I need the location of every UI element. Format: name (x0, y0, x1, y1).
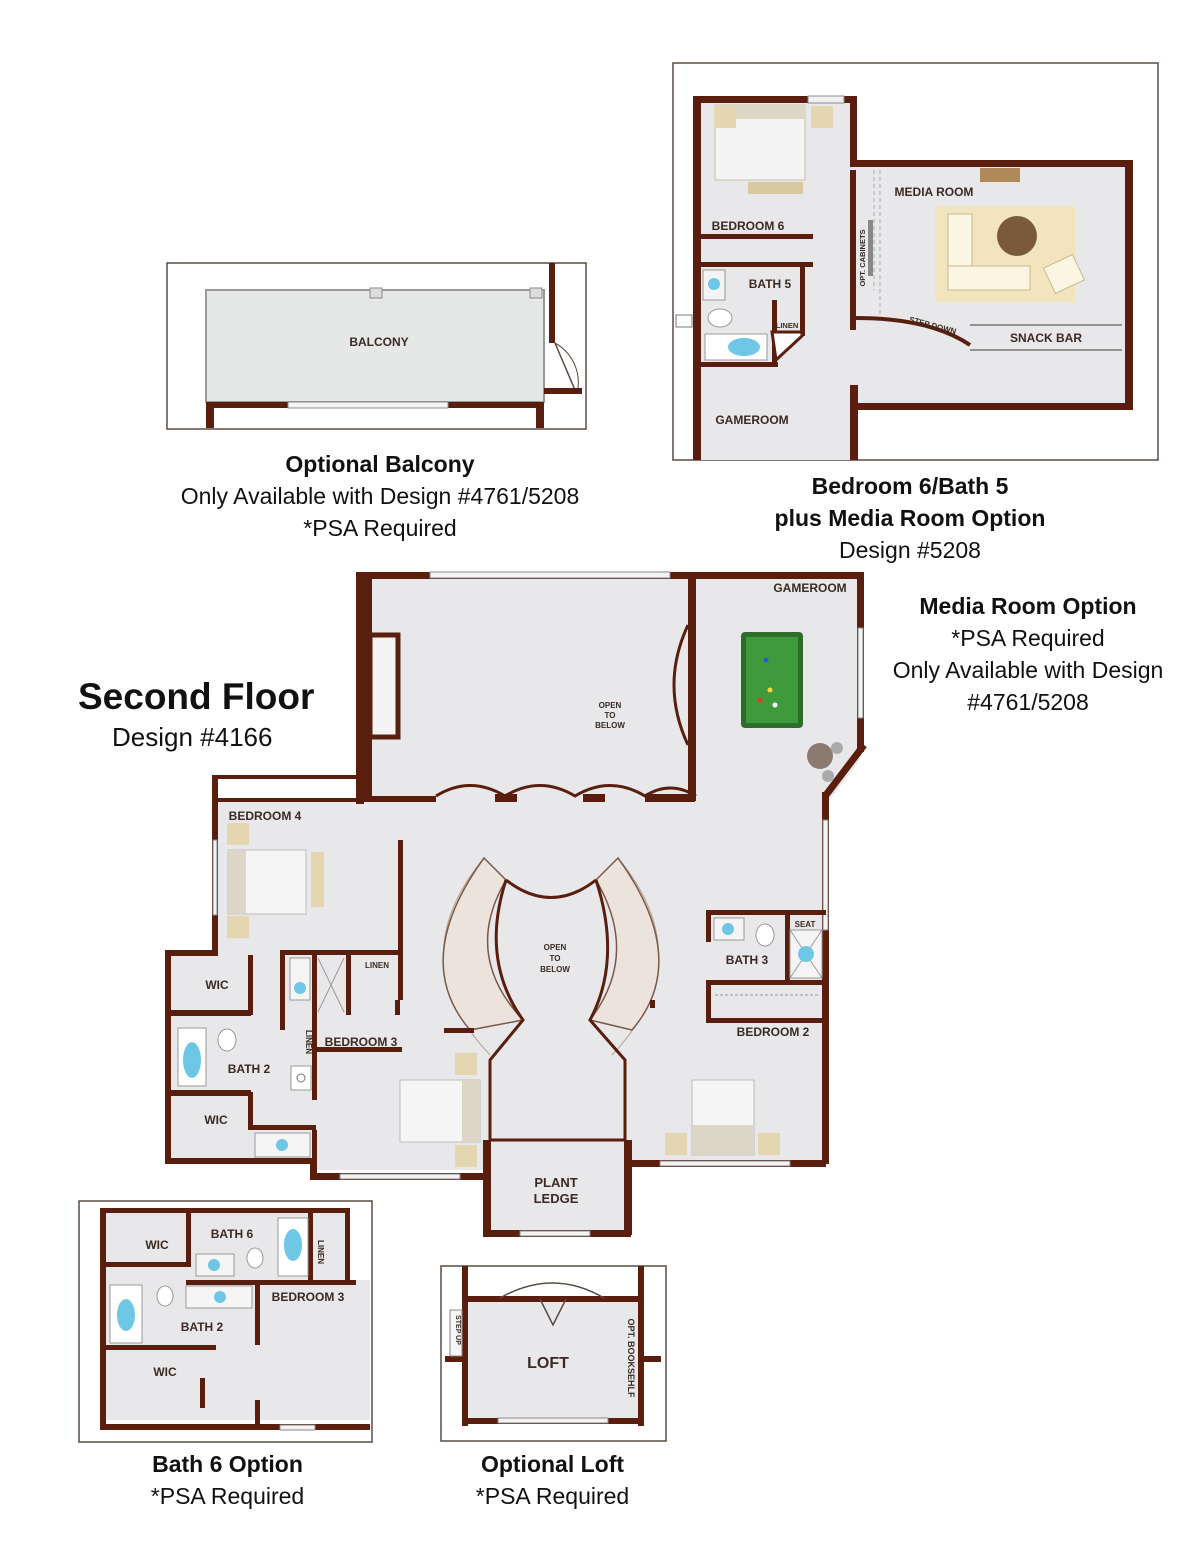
bath6-wic-top: WIC (145, 1238, 169, 1252)
loft-caption-line: *PSA Required (475, 1483, 630, 1509)
open-to-below-upper-1: OPEN (599, 701, 622, 710)
opt-cabinets-label: OPT. CABINETS (858, 229, 867, 286)
gameroom-label: GAMEROOM (773, 581, 846, 595)
bedroom3-label: BEDROOM 3 (325, 1035, 398, 1049)
media-room-label: MEDIA ROOM (895, 185, 974, 199)
loft-label: LOFT (527, 1355, 569, 1372)
bath6-plan: WIC BATH 6 LINEN BEDROOM 3 BATH 2 WIC (78, 1200, 373, 1443)
bath6-bedroom3: BEDROOM 3 (272, 1290, 345, 1304)
bedroom2-label: BEDROOM 2 (737, 1025, 810, 1039)
loft-plan: LOFT STEP UP OPT. BOOKSEHLF (440, 1265, 667, 1442)
media-option-caption-title1: Bedroom 6/Bath 5 (811, 473, 1009, 499)
second-floor-plan: GAMEROOM OPEN TO BELOW OPEN TO BELOW BED… (165, 571, 867, 1237)
balcony-caption: Optional Balcony Only Available with Des… (120, 448, 640, 544)
media-room-note-line1: *PSA Required (951, 625, 1105, 651)
open-to-below-stair-2: TO (550, 954, 561, 963)
gameroom-option-label: GAMEROOM (715, 413, 788, 427)
bath6-linen: LINEN (316, 1240, 325, 1264)
plant-ledge-label-1: PLANT (534, 1175, 577, 1190)
linen-label-a: LINEN (365, 961, 389, 970)
media-option-caption: Bedroom 6/Bath 5 plus Media Room Option … (700, 470, 1120, 566)
media-option-plan: MEDIA ROOM OPT. CABINETS BEDROOM 6 BATH … (672, 62, 1159, 461)
open-to-below-upper-3: BELOW (595, 721, 625, 730)
balcony-caption-line2: *PSA Required (303, 515, 457, 541)
media-room-note: Media Room Option *PSA Required Only Ava… (868, 590, 1188, 718)
loft-caption-title: Optional Loft (480, 1451, 625, 1477)
bath3-label: BATH 3 (726, 953, 769, 967)
open-to-below-stair-1: OPEN (544, 943, 567, 952)
seat-label: SEAT (795, 920, 816, 929)
bath6-caption-title: Bath 6 Option (152, 1451, 303, 1477)
bath5-label: BATH 5 (749, 277, 792, 291)
media-option-caption-title2: plus Media Room Option (774, 505, 1046, 531)
linen-label-b: LINEN (304, 1030, 313, 1054)
bath6-caption-line: *PSA Required (150, 1483, 305, 1509)
loft-caption: Optional Loft *PSA Required (420, 1448, 685, 1512)
bedroom6-label: BEDROOM 6 (712, 219, 785, 233)
balcony-label: BALCONY (349, 335, 408, 349)
plant-ledge-label-2: LEDGE (534, 1191, 579, 1206)
snack-bar-label: SNACK BAR (1010, 331, 1082, 345)
bedroom4-label: BEDROOM 4 (229, 809, 302, 823)
media-room-note-title: Media Room Option (919, 593, 1137, 619)
balcony-caption-title: Optional Balcony (285, 451, 475, 477)
bath6-label: BATH 6 (211, 1227, 254, 1241)
open-to-below-stair-3: BELOW (540, 965, 570, 974)
page-subtitle: Design #4166 (112, 722, 273, 752)
wic-top-label: WIC (205, 978, 229, 992)
media-option-caption-line: Design #5208 (839, 537, 981, 563)
bath2-label: BATH 2 (228, 1062, 271, 1076)
wic-bottom-label: WIC (204, 1113, 228, 1127)
balcony-caption-line1: Only Available with Design #4761/5208 (180, 483, 580, 509)
media-room-note-line2: Only Available with Design (892, 657, 1164, 683)
bath6-wic-bottom: WIC (153, 1365, 177, 1379)
balcony-plan: BALCONY (166, 262, 587, 430)
bath6-caption: Bath 6 Option *PSA Required (80, 1448, 375, 1512)
open-to-below-upper-2: TO (605, 711, 616, 720)
step-up-label: STEP UP (454, 1315, 461, 1345)
media-room-note-line3: #4761/5208 (967, 689, 1089, 715)
opt-bookshelf-label: OPT. BOOKSEHLF (626, 1318, 636, 1398)
linen-label: LINEN (776, 321, 799, 330)
bath6-bath2: BATH 2 (181, 1320, 224, 1334)
page-title: Second Floor (78, 676, 315, 717)
